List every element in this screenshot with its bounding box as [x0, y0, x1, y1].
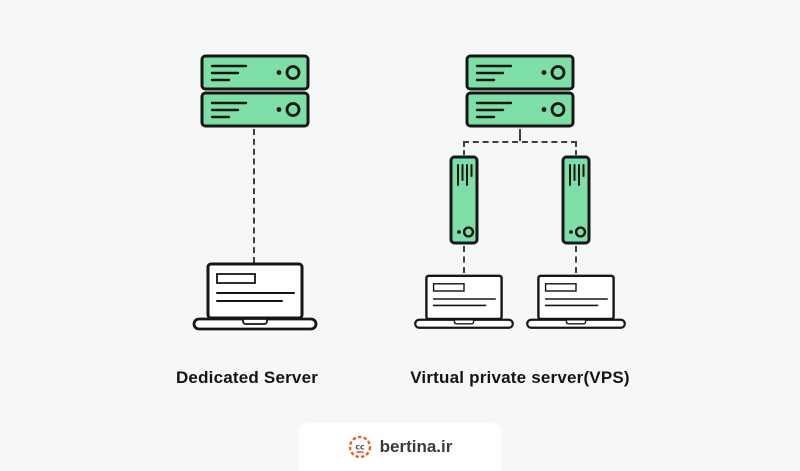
server-branch-stem-line [519, 129, 521, 141]
vps-label: Virtual private server(VPS) [410, 368, 630, 387]
server-rack-icon [465, 54, 575, 128]
server-rack-icon [200, 54, 310, 128]
branch-left-line [463, 142, 465, 155]
vps-to-laptop-line [575, 246, 577, 273]
vps-instance-icon [561, 155, 591, 245]
vps-to-laptop-line [463, 246, 465, 273]
laptop-icon [524, 274, 628, 332]
watermark-text: bertina.ir [379, 437, 453, 456]
dedicated-server-label: Dedicated Server [175, 368, 319, 387]
svg-text:cc: cc [355, 443, 365, 452]
vps-instance-icon [449, 155, 479, 245]
branch-horizontal-line [463, 141, 577, 143]
bertina-logo-icon: cc [348, 435, 371, 459]
laptop-icon [190, 262, 320, 334]
laptop-icon [412, 274, 516, 332]
branch-right-line [575, 142, 577, 155]
watermark-bar: cc bertina.ir [299, 423, 501, 471]
server-to-laptop-line [253, 129, 255, 263]
